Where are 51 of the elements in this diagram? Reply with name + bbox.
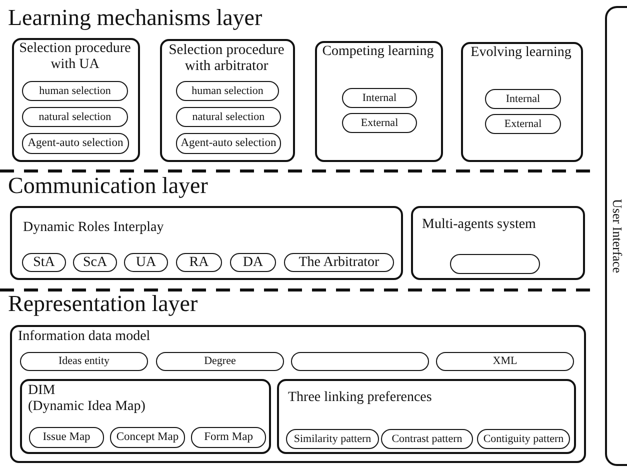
- group-box: [160, 39, 295, 162]
- layer-title: Learning mechanisms layer: [8, 4, 262, 32]
- item-pill: Contrast pattern: [381, 429, 473, 449]
- empty-pill: [291, 352, 429, 371]
- group-heading: Evolving learning: [470, 45, 572, 61]
- side-label: User Interface: [609, 199, 625, 273]
- group-heading: Dynamic Roles Interplay: [23, 220, 164, 236]
- item-pill: Concept Map: [110, 427, 185, 448]
- group-heading: Multi-agents system: [422, 217, 536, 233]
- item-pill: External: [485, 114, 561, 134]
- empty-pill: [450, 254, 540, 274]
- group-heading: (Dynamic Idea Map): [28, 398, 146, 414]
- group-box: [411, 206, 585, 280]
- group-heading: Three linking preferences: [288, 390, 432, 406]
- group-box: [20, 379, 271, 454]
- item-pill: XML: [436, 352, 574, 371]
- group-heading: Selection procedure with arbitrator: [168, 42, 286, 74]
- item-pill: DA: [230, 253, 276, 272]
- layer-title: Communication layer: [8, 172, 208, 200]
- group-heading: DIM: [28, 383, 56, 399]
- item-pill: External: [342, 113, 417, 133]
- group-box: [10, 325, 586, 463]
- group-heading: Competing learning: [321, 44, 435, 60]
- item-pill: human selection: [176, 81, 279, 101]
- item-pill: Form Map: [191, 427, 266, 448]
- item-pill: Degree: [156, 352, 284, 371]
- item-pill: RA: [176, 253, 222, 272]
- item-pill: human selection: [22, 81, 128, 101]
- group-box: [461, 42, 583, 162]
- item-pill: Internal: [342, 88, 417, 108]
- group-heading: Information data model: [18, 329, 150, 345]
- item-pill: The Arbitrator: [284, 253, 394, 272]
- item-pill: natural selection: [176, 107, 281, 127]
- group-box: [315, 41, 443, 162]
- item-pill: Issue Map: [29, 427, 104, 448]
- item-pill: Internal: [485, 89, 561, 109]
- item-pill: Similarity pattern: [286, 429, 379, 449]
- item-pill: Contiguity pattern: [477, 429, 570, 449]
- item-pill: ScA: [73, 253, 117, 272]
- item-pill: Agent-auto selection: [176, 133, 281, 154]
- item-pill: Agent-auto selection: [22, 133, 129, 154]
- group-box: [12, 38, 140, 162]
- side-panel: [605, 6, 627, 466]
- item-pill: UA: [124, 253, 168, 272]
- group-heading: Selection procedure with UA: [18, 41, 132, 72]
- item-pill: natural selection: [22, 107, 128, 127]
- layer-title: Representation layer: [8, 290, 198, 318]
- item-pill: StA: [22, 253, 66, 272]
- group-box: [277, 379, 576, 454]
- item-pill: Ideas entity: [20, 352, 148, 371]
- group-box: [10, 206, 403, 280]
